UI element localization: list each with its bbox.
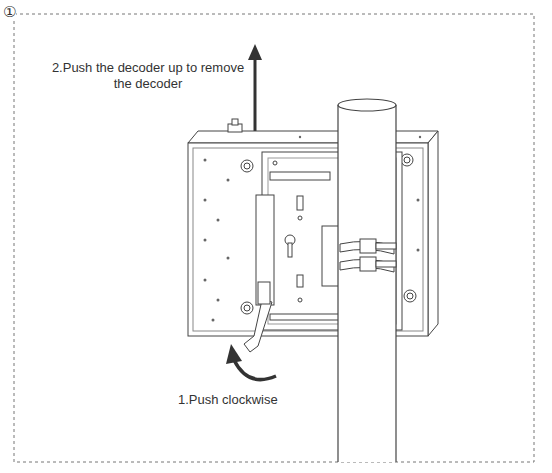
pole-straps [340,239,396,272]
release-lever [244,282,272,352]
clockwise-arrow [226,344,276,380]
instruction-text: 2.Push the decoder up to remove the deco… [48,60,248,92]
pole [338,99,396,462]
dashed-frame [14,14,534,462]
decoder-box [188,119,438,336]
instruction-text: 1.Push clockwise [178,392,278,408]
push-up-arrow [248,44,262,136]
step-number: ① [3,3,16,21]
